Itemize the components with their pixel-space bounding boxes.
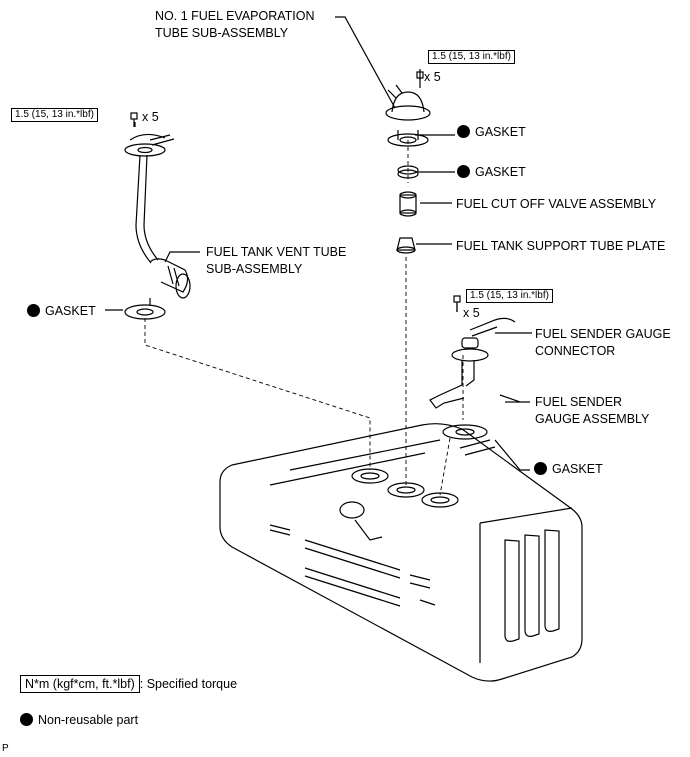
- cut-off-valve-part: [399, 191, 417, 217]
- gasket-1-label: GASKET: [457, 124, 526, 141]
- vent-tube-label: FUEL TANK VENT TUBE SUB-ASSEMBLY: [206, 245, 347, 276]
- gasket-1-part: [387, 130, 429, 147]
- fuel-tank: [219, 423, 583, 682]
- non-reusable-dot: [457, 125, 470, 138]
- gasket-bottom-text: GASKET: [552, 462, 603, 476]
- leader-lines: [105, 16, 532, 471]
- footer-code: P: [2, 743, 9, 754]
- legend-non-reusable-text: Non-reusable part: [38, 713, 139, 727]
- sender-gauge-part: [429, 295, 516, 409]
- non-reusable-dot: [27, 304, 40, 317]
- legend-torque-unit: N*m (kgf*cm, ft.*lbf): [20, 675, 140, 693]
- cut-off-valve-label: FUEL CUT OFF VALVE ASSEMBLY: [456, 197, 657, 211]
- non-reusable-dot: [20, 713, 33, 726]
- gasket-left-part: [124, 298, 166, 320]
- gasket-2-label: GASKET: [457, 164, 526, 181]
- evap-tube-label: NO. 1 FUEL EVAPORATION TUBE SUB-ASSEMBLY: [155, 9, 315, 40]
- support-plate-part: [396, 237, 416, 254]
- sender-connector-label: FUEL SENDER GAUGE CONNECTOR: [535, 327, 671, 358]
- torque-box-vent: 1.5 (15, 13 in.*lbf): [11, 108, 98, 122]
- legend-non-reusable: Non-reusable part: [20, 712, 138, 729]
- gasket-1-text: GASKET: [475, 125, 526, 139]
- gasket-2-part: [397, 165, 419, 179]
- bolt-count-vent: x 5: [142, 110, 159, 124]
- vent-tube-part: [124, 112, 191, 299]
- gasket-left-label: GASKET: [27, 303, 96, 320]
- non-reusable-dot: [457, 165, 470, 178]
- gasket-2-text: GASKET: [475, 165, 526, 179]
- non-reusable-dot: [534, 462, 547, 475]
- bolt-count-evap: x 5: [424, 70, 441, 84]
- legend-torque: N*m (kgf*cm, ft.*lbf): Specified torque: [20, 675, 238, 693]
- support-plate-label: FUEL TANK SUPPORT TUBE PLATE: [456, 239, 666, 253]
- gasket-bottom-label: GASKET: [534, 461, 603, 478]
- torque-box-sender: 1.5 (15, 13 in.*lbf): [466, 289, 553, 303]
- gasket-left-text: GASKET: [45, 304, 96, 318]
- gasket-bottom-part: [442, 424, 488, 440]
- legend-torque-desc: : Specified torque: [139, 677, 238, 691]
- sender-assembly-label: FUEL SENDER GAUGE ASSEMBLY: [535, 395, 650, 426]
- torque-box-evap: 1.5 (15, 13 in.*lbf): [428, 50, 515, 64]
- bolt-count-sender: x 5: [463, 306, 480, 320]
- evaporation-tube-part: [385, 71, 431, 121]
